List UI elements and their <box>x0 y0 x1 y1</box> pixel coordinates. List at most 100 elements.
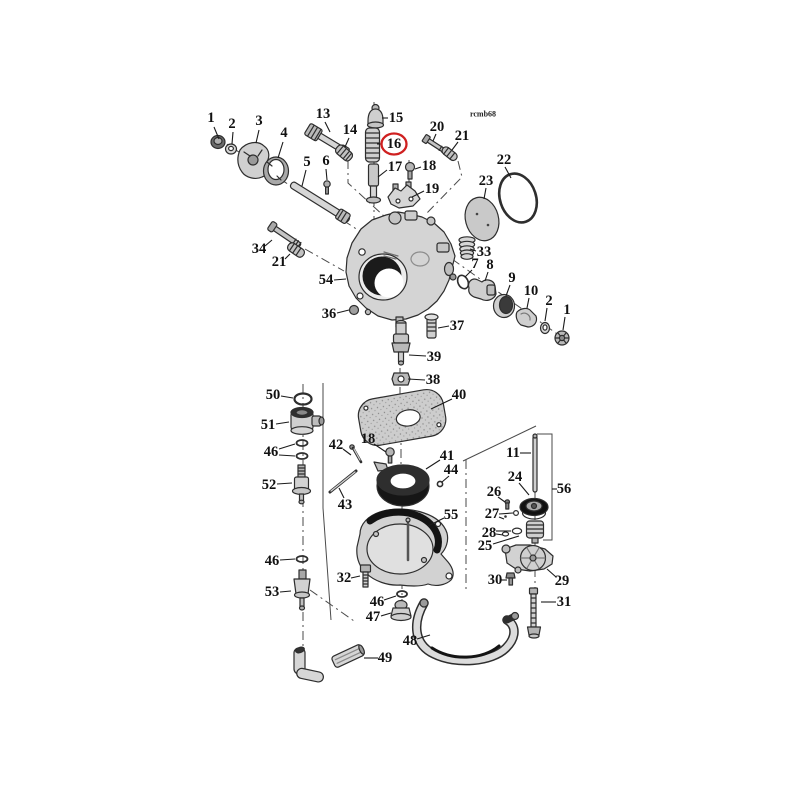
part-label-53: 53 <box>265 584 280 600</box>
part-label-34: 34 <box>252 241 267 257</box>
leader-line <box>562 316 566 331</box>
part-label-43: 43 <box>338 497 353 513</box>
part-carb-body-54 <box>345 210 457 328</box>
diagram-code: rcmb68 <box>470 110 496 119</box>
part-label-46: 46 <box>264 444 279 460</box>
part-label-46: 46 <box>370 594 385 610</box>
leader-line <box>464 269 473 278</box>
leader-line <box>484 271 489 282</box>
part-rod-11 <box>532 433 538 493</box>
part-elbow-fitting-49 <box>293 644 365 683</box>
part-spring-sleeve-14 <box>334 144 354 162</box>
part-label-2: 2 <box>228 116 235 132</box>
part-nut-47 <box>390 599 412 622</box>
part-screw-30 <box>505 572 516 586</box>
part-cap-15 <box>366 103 385 129</box>
leader-line <box>276 482 293 485</box>
part-label-3: 3 <box>255 113 262 129</box>
leader-line <box>279 590 292 593</box>
part-label-39: 39 <box>427 349 442 365</box>
part-label-40: 40 <box>452 387 467 403</box>
leader-line <box>264 239 273 247</box>
leader-line <box>451 141 459 151</box>
leader-line <box>284 253 291 260</box>
part-label-50: 50 <box>266 387 281 403</box>
part-plug-36 <box>348 304 360 316</box>
part-screw-18-top <box>404 161 416 180</box>
leader-line <box>504 166 512 179</box>
leader-line <box>430 398 453 410</box>
part-label-18: 18 <box>361 431 376 447</box>
axis-line <box>424 160 463 216</box>
leader-line <box>231 131 234 145</box>
part-label-48: 48 <box>403 633 418 649</box>
leader-line <box>526 297 530 309</box>
axis-line <box>304 248 345 272</box>
part-spring-21-right <box>441 146 458 162</box>
part-pump-housing-29 <box>501 544 554 574</box>
part-screw-26 <box>504 499 511 510</box>
leader-line <box>408 354 427 357</box>
part-label-47: 47 <box>366 609 381 625</box>
part-label-44: 44 <box>444 462 459 478</box>
part-cap-9 <box>492 293 516 319</box>
part-pivot-pin-43 <box>328 469 358 494</box>
part-label-37: 37 <box>450 318 465 334</box>
part-label-23: 23 <box>479 173 494 189</box>
part-label-31: 31 <box>557 594 572 610</box>
part-cover-disc-23 <box>464 196 500 242</box>
part-label-33: 33 <box>477 244 492 260</box>
part-label-16: 16 <box>387 136 402 152</box>
part-oring-46-c <box>396 590 408 598</box>
part-orings-28 <box>501 527 523 537</box>
leader-line <box>441 475 450 483</box>
part-washer-right <box>539 321 551 335</box>
part-label-42: 42 <box>329 437 344 453</box>
part-screw-18-mid <box>385 447 395 464</box>
part-label-13: 13 <box>316 106 331 122</box>
leader-line <box>278 454 296 457</box>
part-screw-34 <box>267 221 302 249</box>
part-oring-46-b <box>295 452 309 460</box>
part-oring-46-d <box>295 555 309 563</box>
leader-line <box>546 568 557 578</box>
part-label-1: 1 <box>563 302 570 318</box>
part-label-38: 38 <box>426 372 441 388</box>
part-label-55: 55 <box>444 507 459 523</box>
part-label-2: 2 <box>545 293 552 309</box>
part-label-5: 5 <box>303 154 310 170</box>
leader-line <box>469 248 477 252</box>
leader-line <box>495 533 504 536</box>
part-label-27: 27 <box>485 506 500 522</box>
part-label-28: 28 <box>482 525 497 541</box>
leader-line <box>377 169 388 178</box>
part-label-18: 18 <box>422 158 437 174</box>
part-clamp-ring <box>262 156 290 186</box>
leader-line <box>278 443 296 450</box>
axis-line <box>347 160 386 218</box>
part-label-15: 15 <box>389 110 404 126</box>
part-bolt-31 <box>526 587 542 639</box>
part-label-4: 4 <box>280 125 287 141</box>
leader-line <box>498 512 514 515</box>
leader-line <box>344 137 350 148</box>
part-plunger-17 <box>365 163 382 204</box>
part-shaft-rod-5 <box>289 181 351 224</box>
part-enrichener-body-8 <box>467 278 497 301</box>
part-oring-22 <box>497 172 539 224</box>
part-label-24: 24 <box>508 469 523 485</box>
part-label-51: 51 <box>261 417 276 433</box>
leader-line <box>497 496 506 503</box>
part-clip-44 <box>436 480 444 488</box>
part-label-26: 26 <box>487 484 502 500</box>
part-nut-38 <box>391 372 411 386</box>
part-float-ring-41 <box>376 464 430 507</box>
part-label-54: 54 <box>319 272 334 288</box>
part-label-19: 19 <box>425 181 440 197</box>
axis-line <box>462 425 537 462</box>
part-retainer-27 <box>504 510 519 518</box>
leader-line <box>437 325 450 329</box>
part-label-10: 10 <box>524 283 539 299</box>
leader-line <box>505 284 511 297</box>
leader-line <box>342 448 352 456</box>
